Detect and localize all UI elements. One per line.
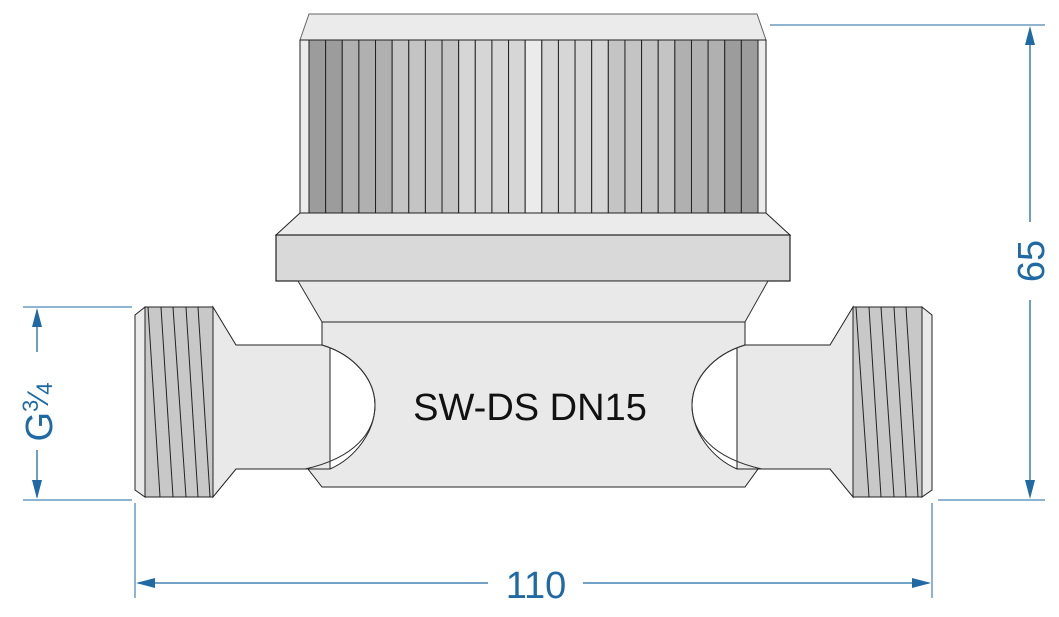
- knurl-stripe: [557, 39, 576, 214]
- cap-bottom-chamfer: [274, 212, 792, 236]
- knurl-stripe: [707, 39, 726, 214]
- height-value: 65: [1011, 240, 1053, 282]
- arrow-down-icon: [32, 480, 42, 499]
- knurl-stripe: [541, 39, 559, 214]
- knurl-stripe: [458, 39, 476, 214]
- knurl-stripe: [624, 39, 643, 214]
- arrow-up-icon: [1025, 26, 1035, 45]
- knurl-stripe: [607, 39, 626, 214]
- arrow-up-icon: [32, 308, 42, 327]
- knurl-stripe: [408, 39, 426, 214]
- right-pipe-arc: [691, 344, 763, 470]
- knurl-stripe: [690, 39, 709, 214]
- meter-body: SW-DS DN15: [304, 321, 763, 488]
- knurl-stripe: [358, 39, 377, 214]
- arrow-right-icon: [912, 578, 931, 588]
- knurl-stripe: [657, 39, 676, 214]
- knurl-stripes: [308, 39, 759, 214]
- length-value: 110: [506, 565, 567, 607]
- knurl-stripe: [424, 39, 443, 214]
- knurl-stripe: [591, 39, 609, 214]
- cap-top-chamfer: [299, 13, 767, 41]
- left-pipe-arc: [304, 344, 376, 470]
- right-thread-lines: [855, 306, 919, 498]
- thread-fraction-num: 3: [18, 400, 43, 412]
- knurl-stripe: [375, 39, 393, 214]
- knurl-stripe: [724, 39, 742, 214]
- flange: [275, 234, 791, 282]
- knurl-stripe: [508, 39, 526, 214]
- knurl-stripe: [474, 39, 493, 214]
- left-connection: [134, 305, 331, 499]
- length-dimension: 110: [134, 503, 933, 607]
- arrow-down-icon: [1025, 480, 1035, 499]
- thread-dimension: G3⁄4: [18, 306, 132, 501]
- model-label: SW-DS DN15: [413, 387, 647, 429]
- knurl-stripe: [574, 39, 593, 214]
- right-connection: [736, 305, 933, 499]
- knurl-stripe: [341, 39, 360, 214]
- knurl-stripe: [441, 39, 460, 214]
- svg-text:G3⁄4: G3⁄4: [18, 382, 61, 441]
- arrow-left-icon: [136, 578, 155, 588]
- left-thread-tip: [134, 305, 146, 498]
- left-thread-lines: [147, 306, 211, 498]
- knurl-stripe: [740, 39, 759, 214]
- taper: [297, 280, 769, 323]
- right-thread-tip: [921, 305, 933, 498]
- knurl-stripe: [308, 39, 327, 214]
- height-dimension: 65: [770, 24, 1053, 501]
- thread-fraction-den: 4: [32, 382, 57, 394]
- knurl-stripe: [674, 39, 692, 214]
- knurled-cap: [274, 13, 792, 236]
- thread-prefix: G: [19, 412, 61, 442]
- knurl-stripe: [641, 39, 659, 214]
- knurl-stripe: [391, 39, 410, 214]
- knurl-stripe: [524, 39, 543, 214]
- knurl-stripe: [325, 39, 343, 214]
- knurl-stripe: [491, 39, 510, 214]
